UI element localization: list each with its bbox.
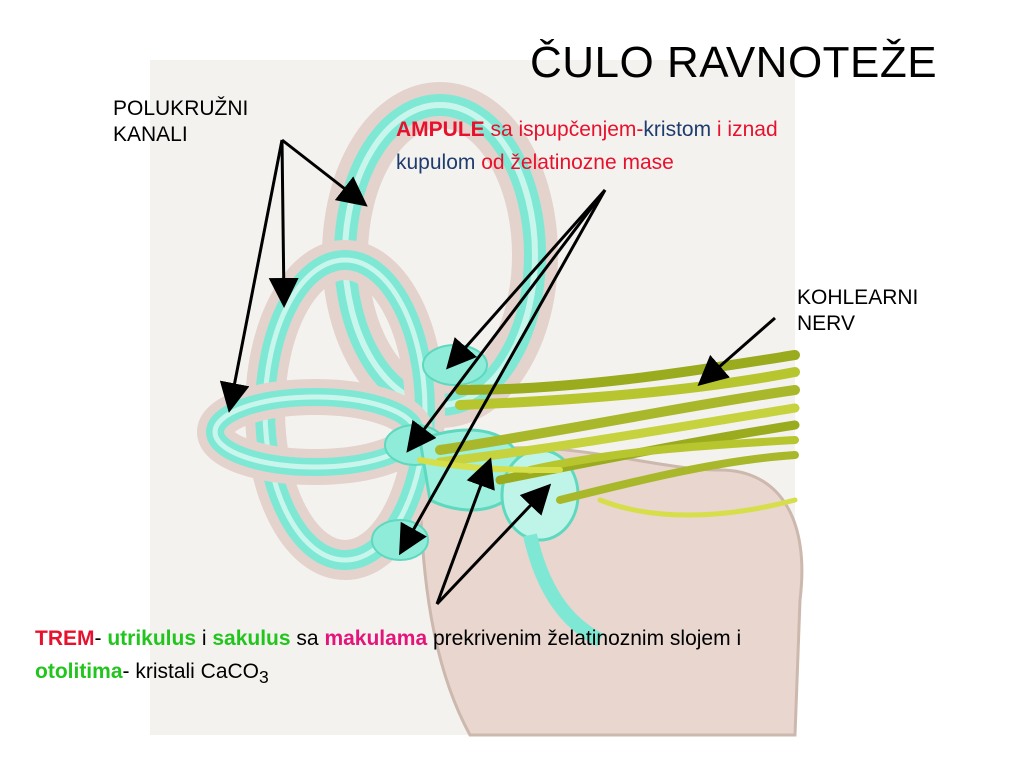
- arrow-canals-3: [219, 139, 284, 413]
- and-text: i: [196, 627, 213, 650]
- ampule-text-2: kristom: [643, 118, 712, 141]
- rest-text-1: prekrivenim želatinoznim slojem i: [427, 627, 742, 650]
- arrow-trem-2: [435, 483, 552, 606]
- arrow-trem-1: [435, 457, 495, 605]
- label-canals-line1: POLUKRUŽNI: [113, 97, 249, 120]
- sakulus-term: sakulus: [212, 627, 291, 650]
- ampule-text-4: kupulom: [396, 151, 476, 174]
- sa-text: sa: [290, 627, 325, 650]
- ampule-term: AMPULE: [396, 118, 485, 141]
- utrikulus-term: utrikulus: [107, 627, 197, 650]
- page-title: ČULO RAVNOTEŽE: [530, 38, 938, 87]
- ampule-text-3: i iznad: [711, 118, 778, 141]
- otolitima-term: otolitima: [35, 660, 123, 683]
- label-nerve-line1: KOHLEARNI: [797, 286, 919, 309]
- trem-term: TREM: [35, 627, 95, 650]
- trem-dash: -: [94, 627, 108, 650]
- label-nerve-line2: NERV: [797, 312, 855, 335]
- label-canals-line2: KANALI: [113, 123, 188, 146]
- makulama-term: makulama: [324, 627, 428, 650]
- arrow-canals-2: [268, 139, 299, 308]
- ampulla-top: [422, 344, 488, 386]
- cochlear-duct: [523, 533, 604, 647]
- ampule-text-1: sa ispupčenjem-: [484, 118, 644, 141]
- ampule-caption: AMPULE sa ispupčenjem-kristom i iznad ku…: [396, 113, 936, 179]
- label-semicircular-canals: POLUKRUŽNI KANALI: [113, 96, 248, 148]
- caco3-subscript: 3: [259, 667, 269, 688]
- arrow-nerve: [697, 316, 776, 386]
- arrow-canals-1: [281, 138, 368, 207]
- arrow-ampule-2: [406, 189, 607, 453]
- ampule-text-5: od želatinozne mase: [475, 151, 674, 174]
- label-cochlear-nerve: KOHLEARNI NERV: [797, 285, 918, 337]
- pointer-arrows: [219, 138, 776, 606]
- arrow-ampule-3: [399, 189, 607, 556]
- ampulla-bottom: [371, 519, 429, 561]
- rest-text-2: - kristali CaCO: [122, 660, 260, 683]
- arrow-ampule-1: [446, 189, 607, 370]
- vestibule-caption: TREM- utrikulus i sakulus sa makulama pr…: [35, 622, 1015, 694]
